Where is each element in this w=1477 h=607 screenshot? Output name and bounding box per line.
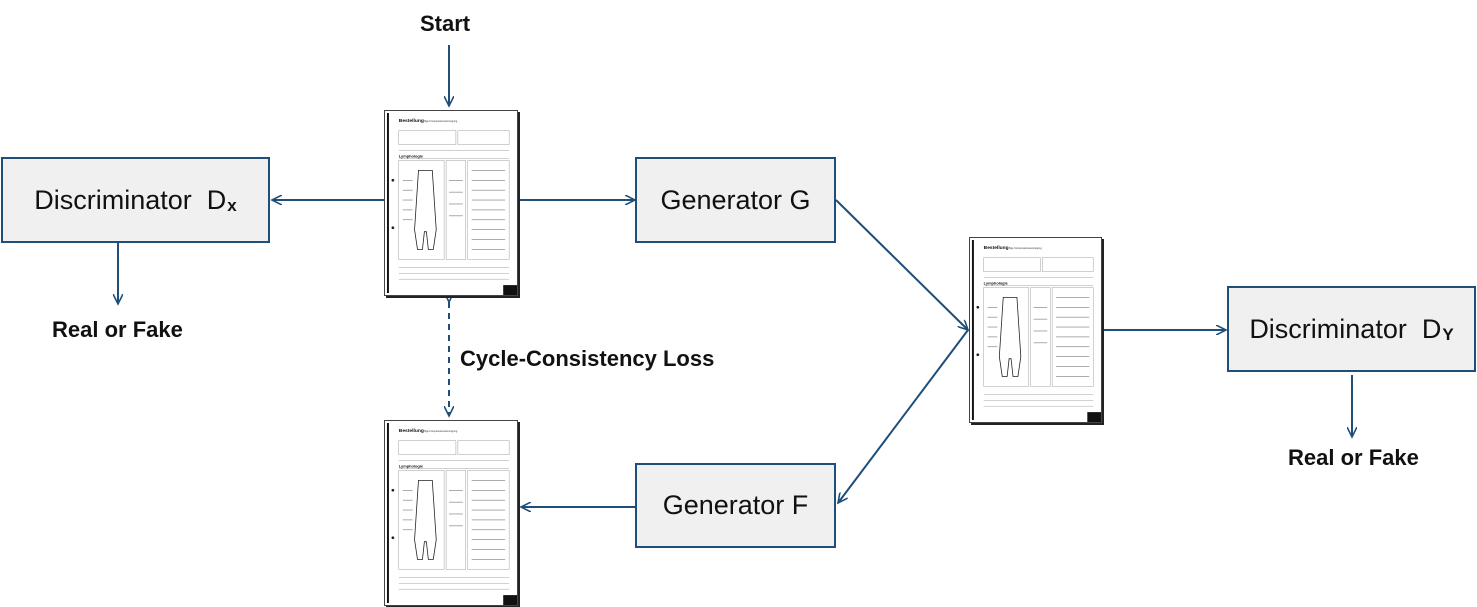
svg-text:Bestellung: Bestellung: [399, 118, 424, 124]
svg-text:Bge Kompressionsversorgung: Bge Kompressionsversorgung: [424, 430, 457, 433]
arrow-gen-g-to-translated: [835, 199, 968, 330]
discriminator-dy-text: Discriminator D: [1249, 313, 1442, 344]
reconstructed-document-image: Bestellung Bge Kompressionsversorgung Ly…: [384, 420, 518, 606]
svg-text:Lymphologie: Lymphologie: [399, 153, 424, 158]
arrow-translated-to-gen-f: [838, 329, 969, 503]
translated-document-image: Bestellung Bge Kompressionsversorgung Ly…: [969, 237, 1102, 423]
svg-text:Lymphologie: Lymphologie: [984, 280, 1009, 285]
svg-text:Lymphologie: Lymphologie: [399, 463, 424, 468]
real-or-fake-left-label: Real or Fake: [52, 317, 183, 342]
svg-text:Bestellung: Bestellung: [399, 428, 424, 434]
document-form-graphic: Bestellung Bge Kompressionsversorgung Ly…: [386, 422, 517, 605]
generator-g-text: Generator G: [660, 184, 811, 215]
generator-f-text: Generator F: [662, 490, 809, 520]
input-document-image: Bestellung Bge Kompressionsversorgung Ly…: [384, 110, 518, 296]
generator-f-box: Generator F: [635, 463, 836, 548]
start-label: Start: [420, 11, 471, 36]
svg-text:Bge Kompressionsversorgung: Bge Kompressionsversorgung: [424, 120, 457, 123]
discriminator-dx-subscript: x: [227, 196, 237, 215]
real-or-fake-right-label: Real or Fake: [1288, 445, 1419, 470]
discriminator-dy-subscript: Y: [1442, 325, 1454, 344]
cycle-consistency-label: Cycle-Consistency Loss: [460, 346, 715, 371]
document-form-graphic: Bestellung Bge Kompressionsversorgung Ly…: [971, 239, 1101, 422]
svg-text:Bge Kompressionsversorgung: Bge Kompressionsversorgung: [1009, 247, 1042, 250]
discriminator-dx-text: Discriminator D: [34, 184, 227, 215]
generator-g-box: Generator G: [635, 157, 836, 243]
document-form-graphic: Bestellung Bge Kompressionsversorgung Ly…: [386, 112, 517, 295]
svg-text:Bestellung: Bestellung: [984, 245, 1009, 251]
